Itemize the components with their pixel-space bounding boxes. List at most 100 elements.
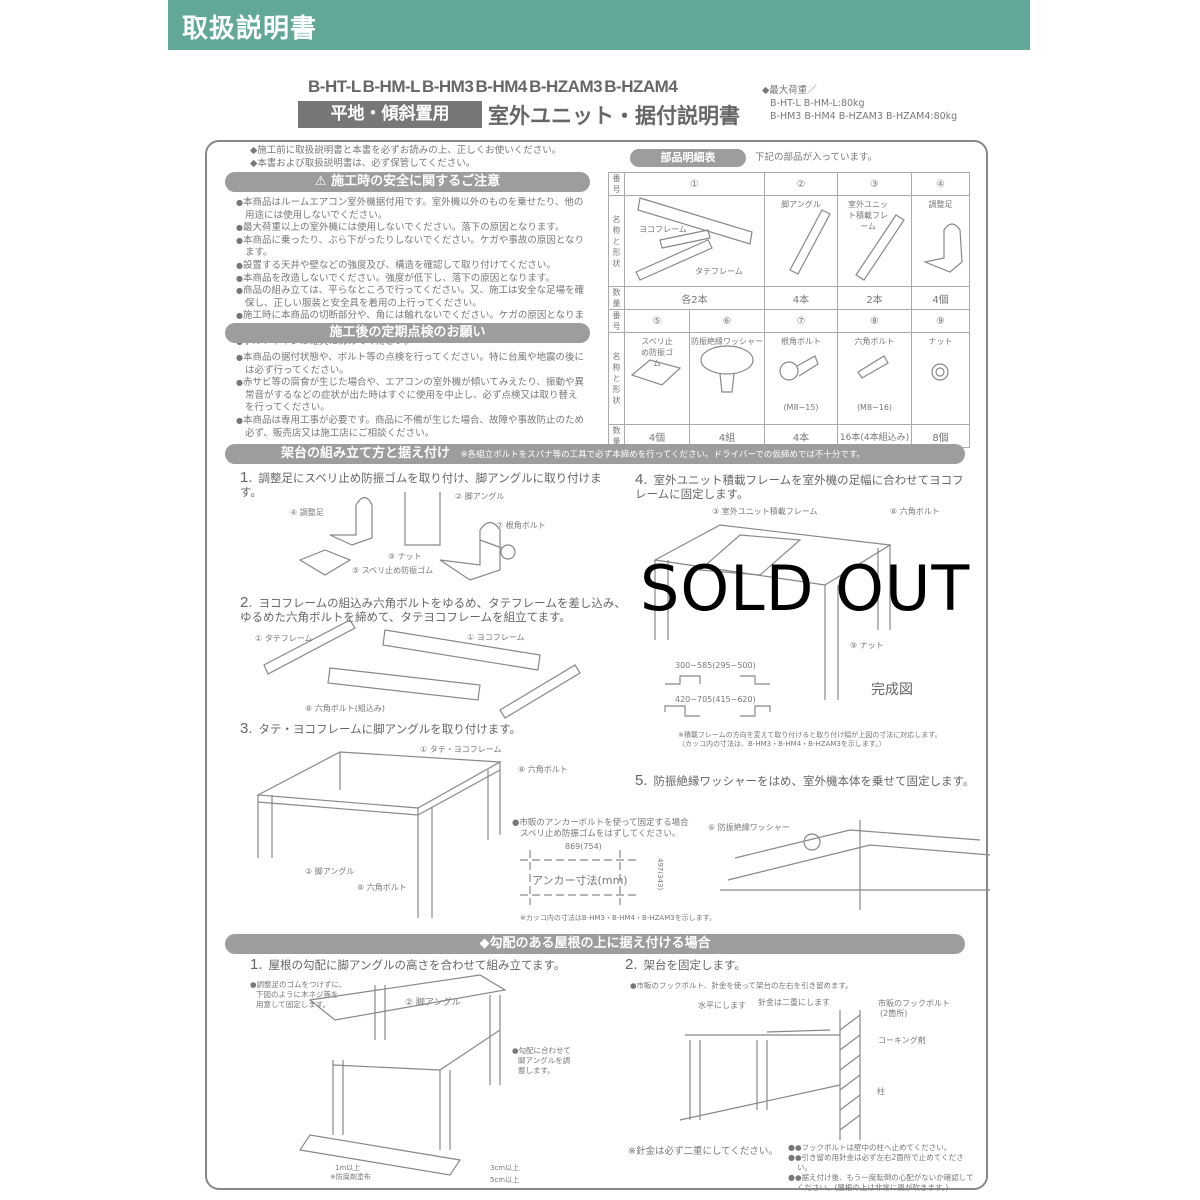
diagram-label: コーキング剤 — [878, 1036, 926, 1045]
part-number: ③ — [837, 172, 912, 196]
list-item: 最大荷重以上の室外機には使用しないでください。落下の原因となります。 — [236, 222, 586, 235]
diagram-label: ⑧ 六角ボルト — [890, 507, 940, 516]
roof-step-2: 2.架台を固定します。 — [625, 956, 746, 973]
step-text: タテ・ヨコフレームに脚アングルを取り付けます。 — [258, 722, 522, 736]
part-name: 防振絶縁ワッシャー — [691, 337, 763, 346]
complete-figure-label: 完成図 — [871, 682, 913, 698]
inspection-heading: 施工後の定期点検のお願い — [225, 323, 590, 343]
carriage-bolt-illustration — [779, 355, 819, 381]
sold-out-overlay: SOLD OUT — [640, 552, 971, 625]
diagram-label: ⑧ 六角ボルト — [518, 765, 568, 774]
part-name: 室外ユニット積載フレーム — [848, 200, 888, 231]
step-number: 1. — [240, 469, 253, 486]
wire-warning: ※針金は必ず二重にしてください。 — [628, 1146, 778, 1157]
parts-table: 番号 ① ② ③ ④ 名称と形状 ヨコフレーム タテフレーム 脚アングル 室外ユ… — [608, 172, 970, 448]
intro-notes: ◆施工前に取扱説明書と本書を必ずお読みの上、正しくお使いください。 ◆本書および… — [250, 145, 561, 170]
diagram-label: ② 脚アングル — [305, 867, 355, 876]
roof-adjust-note: ●勾配に合わせて 脚アングルを調 整します。 — [512, 1046, 571, 1076]
intro-note: ◆本書および取扱説明書は、必ず保管してください。 — [250, 157, 476, 169]
note-line: ●市販のアンカーボルトを使って固定する場合 — [512, 818, 689, 828]
part-name: スベリ止め防振ゴム — [641, 337, 673, 368]
step-number: 2. — [240, 594, 253, 611]
part-qty: 各2本 — [624, 286, 765, 310]
rubber-pad-illustration — [630, 359, 682, 386]
inspection-list: 本商品の据付状態や、ボルト等の点検を行ってください。特に台風や地震の後には必ず行… — [236, 352, 586, 440]
max-load-label: ◆最大荷重／ — [762, 85, 817, 96]
dimension-label: 300~585(295~500) — [675, 661, 756, 670]
part-name: ヨコフレーム — [639, 225, 687, 234]
step-number: 2. — [625, 956, 638, 973]
note-line: 整します。 — [518, 1066, 555, 1075]
diagram-label: ④ 調整足 — [290, 508, 324, 517]
roof-step-1: 1.屋根の勾配に脚アングルの高さを合わせて組み立てます。 — [250, 956, 565, 973]
list-item: 赤サビ等の腐食が生じた場合や、エアコンの室外機が傾いてみえたり、振動や異常音がす… — [236, 377, 586, 415]
note-line: 用意して固定します。 — [256, 1000, 331, 1009]
step-number: 1. — [250, 956, 263, 973]
diagram-label: ① タテフレーム — [255, 634, 313, 643]
roof-notes: ●フックボルトは壁中の柱へ止めてください。 ●引き留め用針金は必ず左右2箇所で止… — [788, 1143, 978, 1193]
part-name: 六角ボルト — [854, 337, 895, 346]
roof-heading: ◆勾配のある屋根の上に据え付ける場合 — [225, 934, 965, 954]
part-number: ② — [764, 172, 838, 196]
step-number: 5. — [635, 772, 648, 789]
list-item: 本商品は専用工事が必要です。商品に不備が生じた場合、故障や事故防止のため必ず、販… — [236, 415, 586, 440]
list-item: 本商品はルームエアコン室外機据付用です。室外機以外のものを乗せたり、他の用途には… — [236, 197, 586, 222]
list-item: ●フックボルトは壁中の柱へ止めてください。 — [788, 1143, 978, 1153]
part-name: 調整足 — [928, 200, 953, 209]
assembly-heading: 架台の組み立て方と据え付け ※各組立ボルトをスパナ等の工具で必ず本締めを行ってく… — [225, 444, 965, 464]
list-item: ●据え付け後、もう一度転倒の心配がないか確認してください。(屋根の上は非常に風が… — [788, 1173, 978, 1193]
diagram-label: 3cm以上 — [490, 1164, 520, 1172]
part-spec: (M8−16) — [856, 403, 893, 412]
step-2: 2.ヨコフレームの組込み六角ボルトをゆるめ、タテフレームを差し込み、ゆるめた六角… — [240, 594, 635, 624]
mounting-frame-illustration — [855, 214, 905, 281]
roof-step-1-note: ●調整足のゴムをつけずに、 下図のように木ネジ等を 用意して固定します。 — [250, 980, 346, 1010]
frame-part-illustration — [635, 197, 753, 281]
step-number: 3. — [240, 720, 253, 737]
part-name: ナット — [928, 337, 953, 346]
diagram-label: 水平にします — [698, 1001, 746, 1010]
diagram-label: ① タテ・ヨコフレーム — [420, 745, 502, 754]
dimension-label: 420~705(415~620) — [675, 695, 756, 704]
diagram-label: ① ヨコフレーム — [467, 633, 525, 642]
max-load: ◆最大荷重／ B-HT-L B-HM-L:80kg B-HM3 B-HM4 B-… — [762, 84, 957, 123]
step-1: 1.調整足にスベリ止め防振ゴムを取り付け、脚アングルに取り付けます。 — [240, 469, 620, 499]
diagram-label: 針金は二重にします — [758, 998, 830, 1007]
intro-note: ◆施工前に取扱説明書と本書を必ずお読みの上、正しくお使いください。 — [250, 145, 562, 156]
assembly-note: ※各組立ボルトをスパナ等の工具で必ず本締めを行ってください。ドライバーでの仮締め… — [460, 450, 865, 460]
row-label: 名称と形状 — [608, 195, 625, 287]
list-item: 設置する天井や壁などの強度及び、構造を確認して取り付けてください。 — [236, 260, 586, 273]
anchor-note: ●市販のアンカーボルトを使って固定する場合 スベリ止め防振ゴムをはずしてください… — [512, 818, 689, 840]
diagram-label: ※防腐剤塗布 — [330, 1173, 371, 1181]
note-line: ●調整足のゴムをつけずに、 — [250, 980, 347, 989]
diagram-label: ⑧ 六角ボルト — [357, 883, 407, 892]
diagram-label: ⑧ 六角ボルト(組込み) — [305, 704, 385, 713]
list-item: 本商品の据付状態や、ボルト等の点検を行ってください。特に台風や地震の後には必ず行… — [236, 352, 586, 377]
part-number: ⑦ — [764, 309, 838, 333]
step-4-footnote: ※積載フレームの方向を変えて取り付けると取り付け幅が上図の寸法に対応します。 （… — [678, 731, 942, 749]
nut-illustration — [931, 363, 949, 381]
diagram-label: ⑨ ナット — [388, 552, 422, 561]
step-text: 室外ユニット積載フレームを室外機の足幅に合わせてヨコフレームに固定します。 — [635, 473, 964, 501]
instruction-sheet — [205, 140, 988, 1190]
parts-note: 下記の部品が入っています。 — [755, 152, 878, 163]
diagram-label: ⑥ 防振絶縁ワッシャー — [708, 823, 790, 832]
step-number: 4. — [635, 471, 648, 488]
washer-illustration — [700, 345, 754, 393]
step-4: 4.室外ユニット積載フレームを室外機の足幅に合わせてヨコフレームに固定します。 — [635, 471, 965, 501]
safety-heading: ⚠ 施工時の安全に関するご注意 — [225, 172, 590, 192]
max-load-line: B-HT-L B-HM-L:80kg — [770, 98, 865, 109]
list-item: 本商品を改造しないでください。強度が低下し、落下の原因となります。 — [236, 273, 586, 286]
diagram-label: 柱 — [877, 1087, 885, 1096]
note-line: ●勾配に合わせて — [512, 1046, 572, 1055]
adjuster-foot-illustration — [922, 223, 963, 273]
footnote: ※積載フレームの方向を変えて取り付けると取り付け幅が上図の寸法に対応します。 — [678, 731, 942, 739]
leg-angle-illustration — [789, 209, 831, 275]
diagram-label: ⑤ スベリ止め防振ゴム — [352, 566, 434, 575]
anchor-footnote: ※カッコ内の寸法はB-HM3・B-HM4・B-HZAM3を示します。 — [520, 914, 717, 922]
assembly-heading-text: 架台の組み立て方と据え付け — [281, 446, 451, 461]
step-5: 5.防振絶縁ワッシャーをはめ、室外機本体を乗せて固定します。 — [635, 772, 975, 789]
part-spec: (M8−15) — [783, 403, 819, 412]
note-line: 下図のように木ネジ等を — [256, 990, 339, 999]
diagram-label: ⑨ ナット — [850, 641, 884, 650]
